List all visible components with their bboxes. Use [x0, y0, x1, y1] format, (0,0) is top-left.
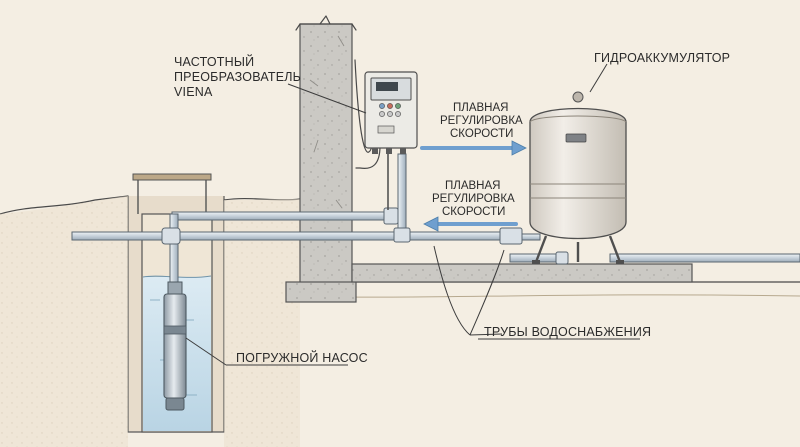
label-converter-line-1: ЧАСТОТНЫЙ [174, 54, 254, 69]
label-converter-line-3: VIENA [174, 85, 213, 99]
label-pipes: ТРУБЫ ВОДОСНАБЖЕНИЯ [484, 325, 651, 339]
label-speed-bottom-line-2: РЕГУЛИРОВКА [432, 193, 515, 205]
floor-slab [285, 263, 693, 303]
frequency-converter [364, 71, 418, 154]
speed-arrow-left [423, 216, 518, 232]
concrete-wall [295, 15, 357, 285]
label-converter-line-2: ПРЕОБРАЗОВАТЕЛЬ [174, 70, 301, 84]
leader-lines [185, 63, 640, 366]
label-accumulator: ГИДРОАККУМУЛЯТОР [594, 51, 730, 65]
label-speed-top-line-3: СКОРОСТИ [450, 128, 513, 140]
hydro-accumulator [529, 91, 627, 264]
speed-arrow-right [420, 140, 527, 156]
water-pipes [71, 59, 800, 283]
label-speed-top-line-2: РЕГУЛИРОВКА [440, 115, 523, 127]
label-speed-top: ПЛАВНАЯ РЕГУЛИРОВКА СКОРОСТИ [440, 102, 523, 140]
label-pump: ПОГРУЖНОЙ НАСОС [236, 350, 368, 365]
submersible-pump [163, 281, 187, 411]
label-speed-bottom: ПЛАВНАЯ РЕГУЛИРОВКА СКОРОСТИ [432, 180, 515, 218]
label-speed-bottom-line-3: СКОРОСТИ [442, 206, 505, 218]
label-speed-top-line-1: ПЛАВНАЯ [453, 102, 508, 114]
label-speed-bottom-line-1: ПЛАВНАЯ [445, 180, 500, 192]
label-converter: ЧАСТОТНЫЙ ПРЕОБРАЗОВАТЕЛЬ VIENA [174, 54, 301, 99]
